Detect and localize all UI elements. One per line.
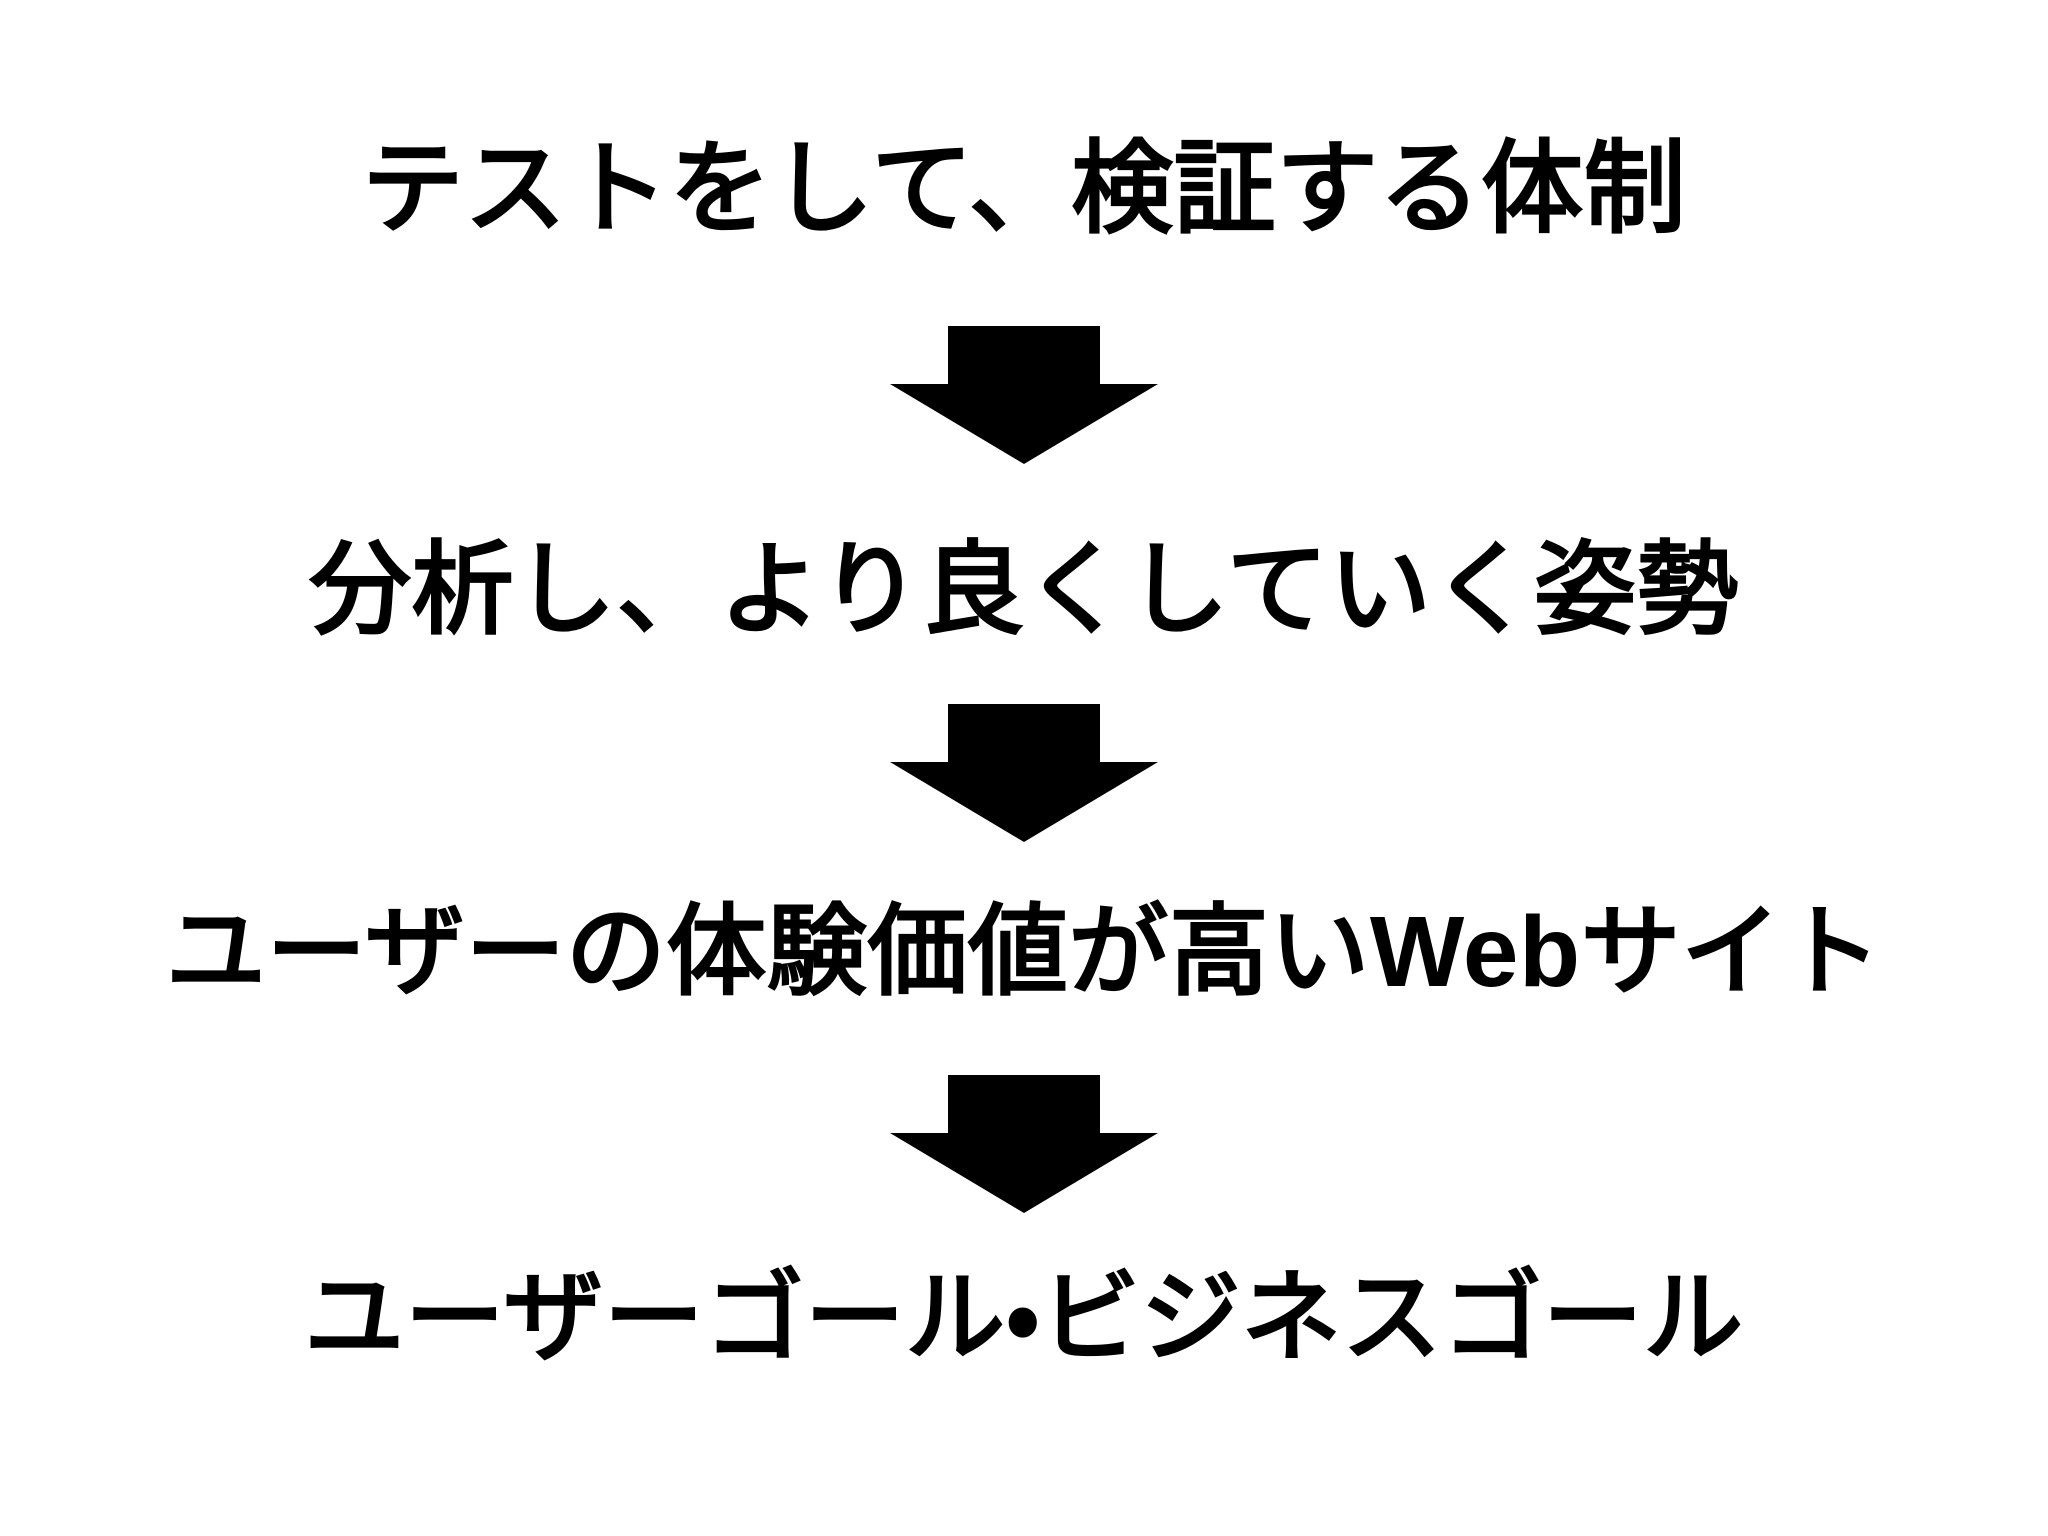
flow-step-2-label: 分析し、より良くしていく姿勢 [308,533,1740,647]
spacer-arrow2-step3 [1024,842,1025,902]
flow-step-3-label: ユーザーの体験価値が高いWebサイト [165,896,1883,1008]
spacer-arrow3-step4 [1024,1213,1025,1268]
spacer-step2-arrow2 [1024,669,1025,704]
spacer-step3-arrow3 [1024,1032,1025,1075]
down-arrow-2 [890,704,1158,842]
flow-step-4-label: ユーザーゴール・ビジネスゴール [304,1262,1744,1374]
spacer-arrow1-step2 [1024,464,1025,539]
down-arrow-3 [890,1075,1158,1213]
down-arrow-1 [890,326,1158,464]
spacer-step1-arrow1 [1024,268,1025,326]
flow-step-1-label: テストをして、検証する体制 [361,132,1687,246]
